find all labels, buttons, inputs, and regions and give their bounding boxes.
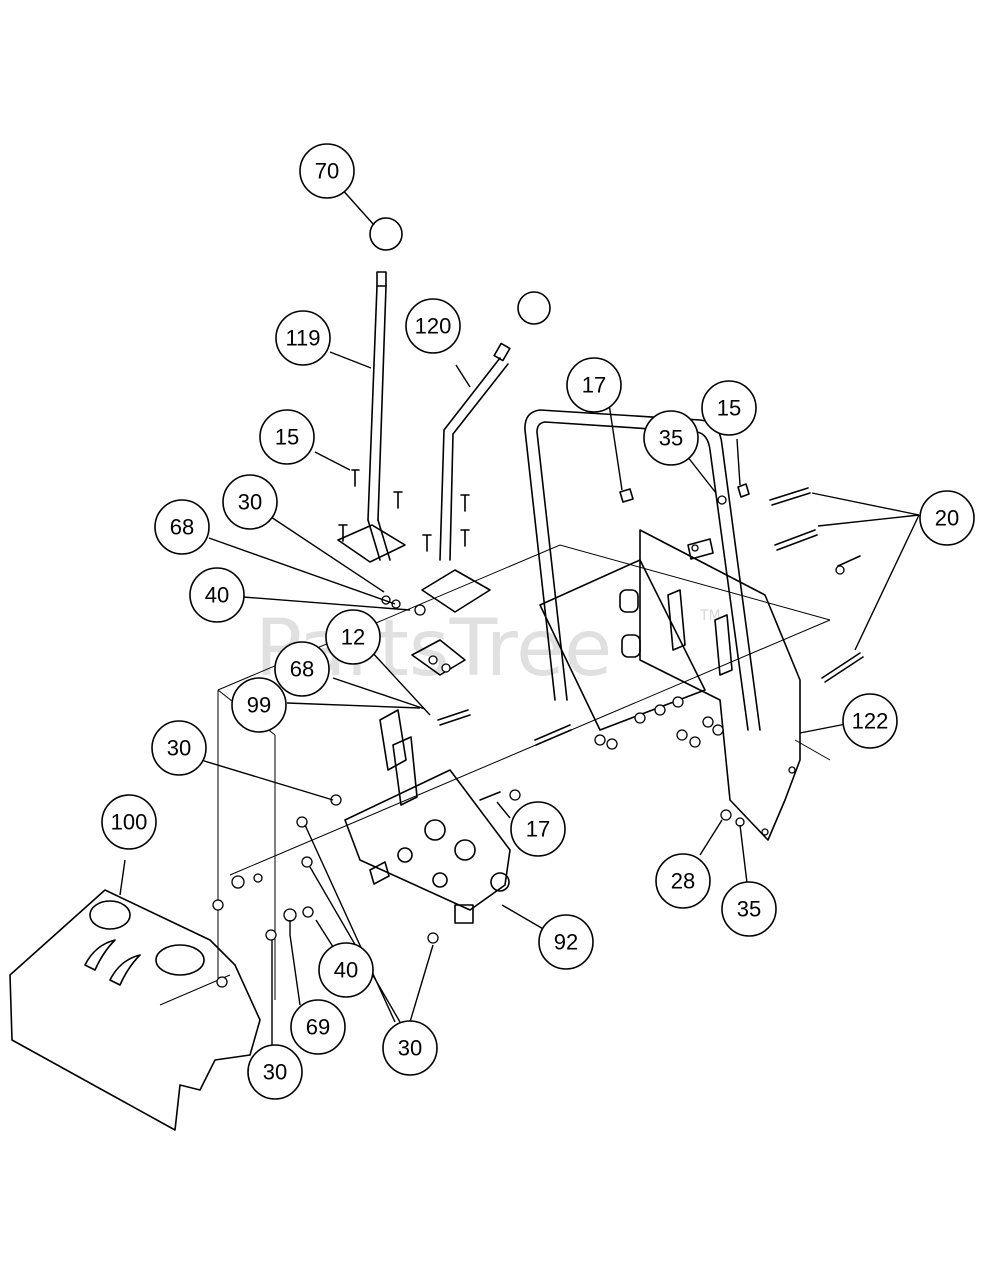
callout-15a: 15 — [701, 380, 757, 436]
svg-text:68: 68 — [170, 515, 194, 540]
callout-35a: 35 — [643, 410, 699, 466]
svg-text:119: 119 — [285, 326, 320, 351]
callout-15b: 15 — [259, 409, 315, 465]
svg-text:35: 35 — [737, 897, 761, 922]
svg-text:92: 92 — [554, 930, 578, 955]
svg-text:35: 35 — [659, 426, 683, 451]
svg-text:30: 30 — [398, 1036, 422, 1061]
callout-119: 119 — [275, 310, 331, 366]
shift-lever-120 — [439, 291, 551, 561]
svg-text:17: 17 — [526, 817, 550, 842]
svg-text:20: 20 — [935, 506, 959, 531]
svg-text:30: 30 — [167, 736, 191, 761]
center-mount-plate — [539, 538, 733, 731]
svg-text:30: 30 — [238, 490, 262, 515]
svg-text:30: 30 — [263, 1060, 287, 1085]
svg-text:69: 69 — [306, 1015, 330, 1040]
callout-69: 69 — [290, 999, 346, 1055]
callout-68b: 68 — [274, 641, 330, 697]
svg-text:100: 100 — [111, 810, 148, 835]
svg-text:28: 28 — [671, 869, 695, 894]
front-shroud-100 — [9, 889, 261, 1131]
callout-30b: 30 — [151, 720, 207, 776]
roll-bar-loop — [524, 409, 761, 731]
callout-120: 120 — [405, 298, 461, 354]
callout-30c: 30 — [247, 1044, 303, 1100]
callout-100: 100 — [101, 794, 157, 850]
callout-68a: 68 — [154, 499, 210, 555]
shift-lever-119 — [367, 217, 403, 561]
svg-text:40: 40 — [205, 583, 229, 608]
callout-70: 70 — [299, 143, 355, 199]
side-bracket-plate — [639, 529, 831, 841]
callout-20: 20 — [919, 490, 975, 546]
callout-92: 92 — [538, 914, 594, 970]
svg-text:17: 17 — [582, 373, 606, 398]
svg-text:120: 120 — [415, 314, 452, 339]
callout-17a: 17 — [566, 357, 622, 413]
svg-text:99: 99 — [247, 693, 271, 718]
callout-40b: 40 — [318, 942, 374, 998]
callout-12: 12 — [325, 609, 381, 665]
callout-40a: 40 — [189, 567, 245, 623]
callout-30d: 30 — [382, 1020, 438, 1076]
lever-mount-plates — [337, 524, 491, 676]
svg-text:15: 15 — [717, 396, 741, 421]
callout-28: 28 — [655, 853, 711, 909]
leader-lines — [119, 186, 920, 1048]
callouts: 70 119 120 17 35 15 15 30 68 20 40 12 68… — [101, 143, 975, 1100]
control-valve-92 — [344, 709, 511, 924]
callout-35b: 35 — [721, 881, 777, 937]
svg-text:12: 12 — [341, 625, 365, 650]
callout-122: 122 — [842, 693, 898, 749]
callout-99: 99 — [231, 677, 287, 733]
svg-text:40: 40 — [334, 958, 358, 983]
svg-text:70: 70 — [315, 159, 339, 184]
callout-17b: 17 — [510, 801, 566, 857]
callout-30a: 30 — [222, 474, 278, 530]
svg-text:122: 122 — [852, 709, 889, 734]
watermark-trademark: TM — [699, 608, 721, 624]
svg-text:15: 15 — [275, 425, 299, 450]
svg-text:68: 68 — [290, 657, 314, 682]
hardware-fasteners — [212, 469, 864, 988]
